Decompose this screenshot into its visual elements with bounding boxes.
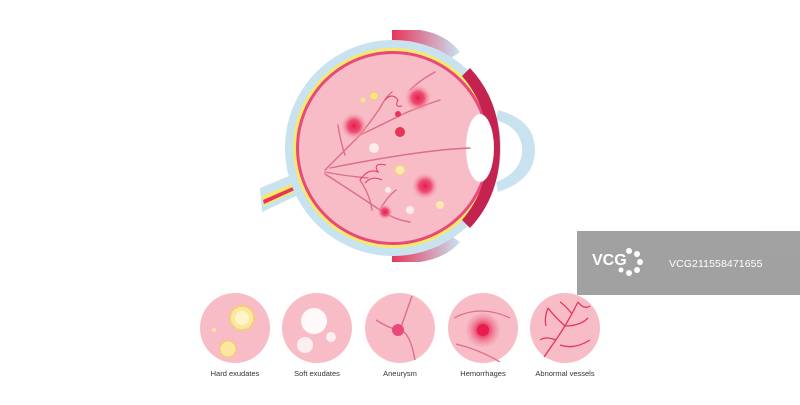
condition-label: Soft exudates	[294, 369, 340, 378]
hemorrhage	[377, 204, 393, 220]
lens	[466, 114, 494, 182]
hemorrhage	[411, 172, 439, 200]
vcg-logo-icon	[618, 248, 643, 276]
watermark-id: VCG211558471655	[669, 258, 763, 270]
hemorrhage	[395, 127, 405, 137]
hemorrhages-icon	[448, 293, 518, 363]
condition-label: Aneurysm	[383, 369, 417, 378]
watermark-logo-text: VCG	[592, 252, 627, 269]
watermark: VCG VCG211558471655	[577, 231, 800, 295]
condition-label: Hard exudates	[210, 369, 260, 378]
aneurysm-icon	[365, 293, 435, 363]
hemorrhage	[395, 111, 401, 117]
retina	[299, 54, 487, 242]
hemorrhage	[404, 84, 432, 112]
soft-exudates-icon	[282, 293, 352, 363]
hemorrhage	[340, 112, 368, 140]
abnormal-vessels-icon	[530, 293, 600, 363]
cornea	[496, 110, 535, 192]
condition-label: Abnormal vessels	[535, 369, 595, 378]
retina-details	[324, 71, 471, 223]
condition-label: Hemorrhages	[460, 369, 506, 378]
hard-exudates-icon	[200, 293, 270, 363]
